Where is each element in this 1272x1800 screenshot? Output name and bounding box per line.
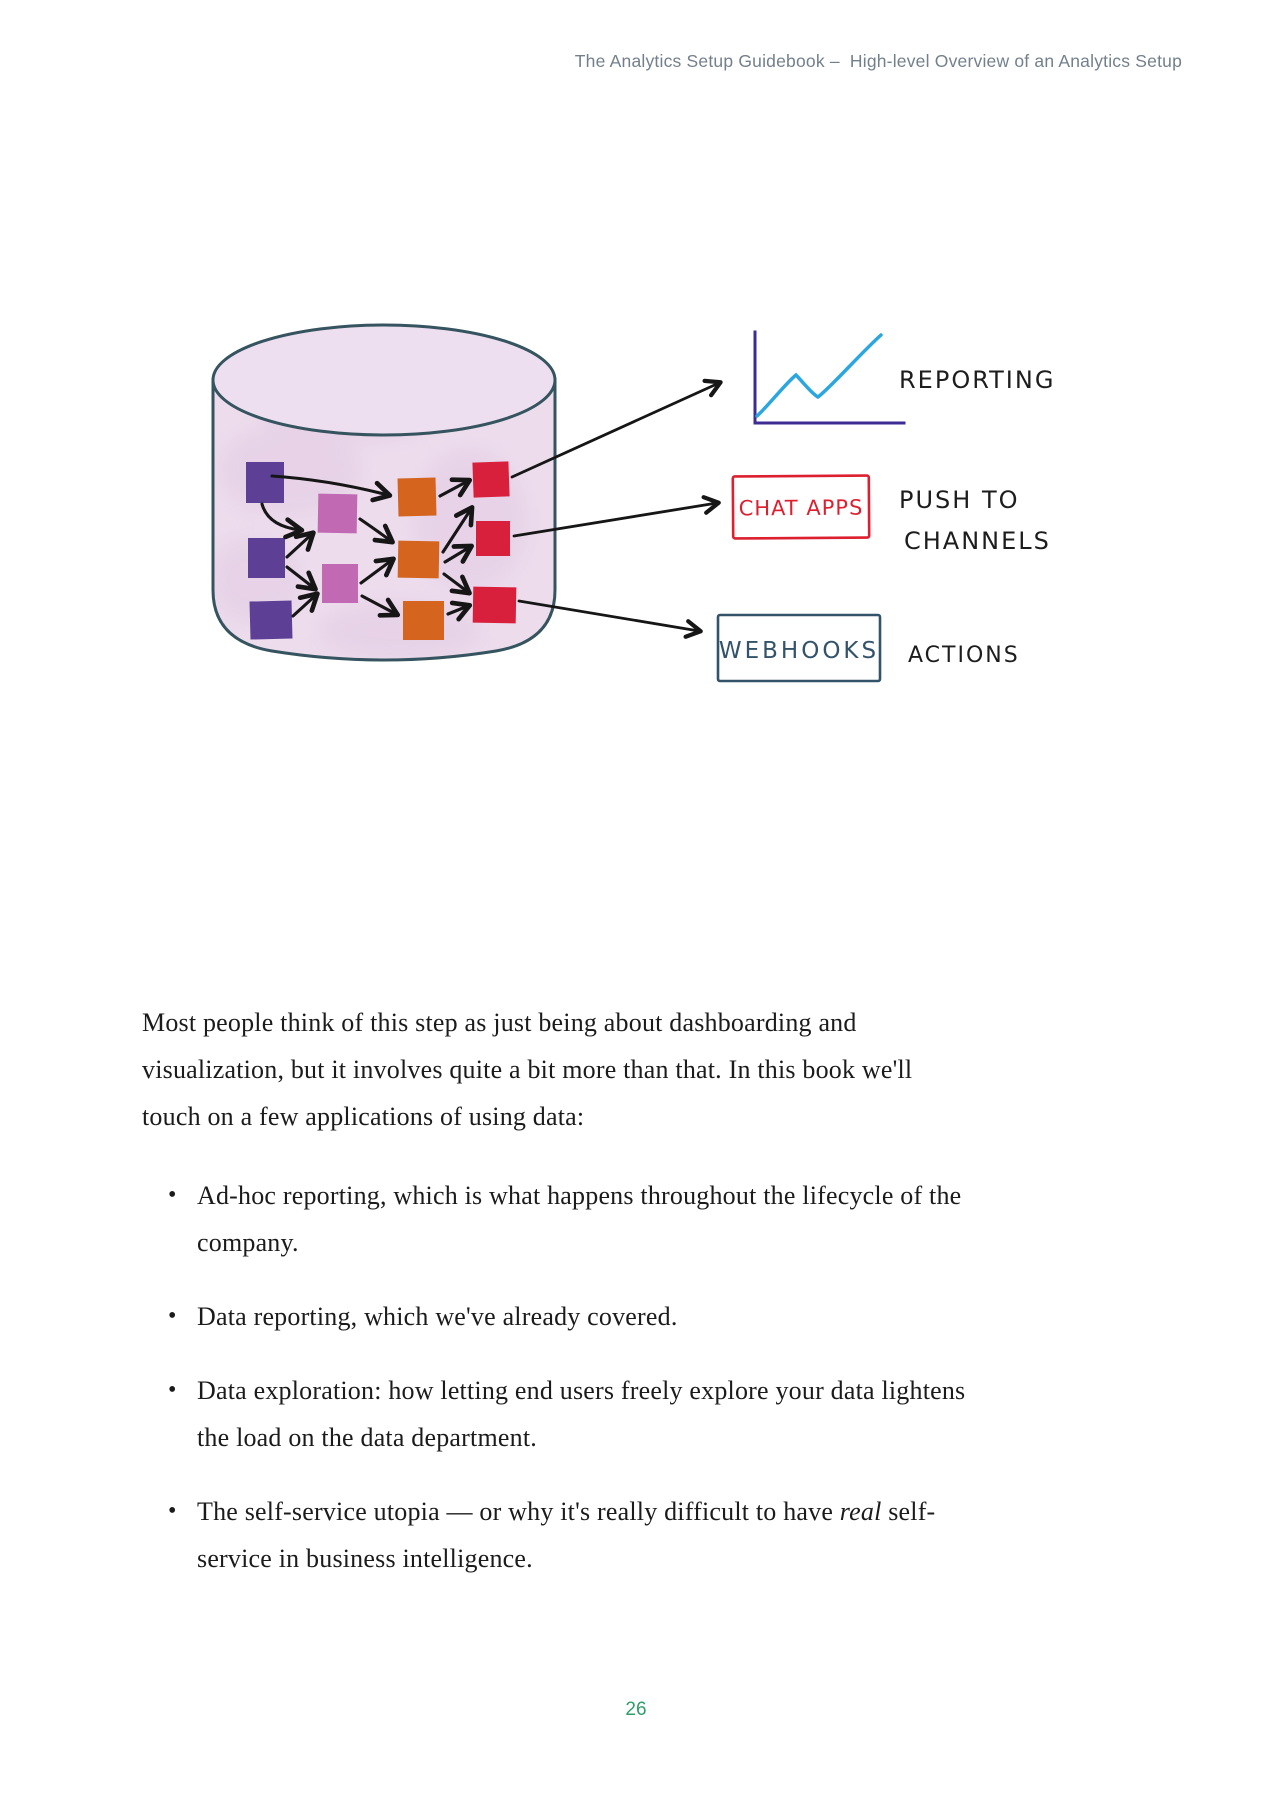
- data-squares: [246, 461, 517, 640]
- bullet-text-prefix: The self-service utopia — or why it's re…: [197, 1497, 840, 1526]
- actions-label: ACTIONS: [908, 643, 1020, 668]
- push-to-channels-label-line1: PUSH TO: [899, 486, 1020, 514]
- arrow-to-reporting: [510, 378, 723, 479]
- flow-arrow: [446, 600, 473, 622]
- red-square-2: [476, 521, 510, 556]
- purple-square-3: [249, 600, 293, 640]
- arrow-to-webhooks: [517, 599, 703, 639]
- bullet-text: Data exploration: how letting end users …: [197, 1376, 966, 1452]
- push-to-channels-label-line2: CHANNELS: [904, 527, 1051, 555]
- cylinder-top: [211, 323, 557, 437]
- body-text: Most people think of this step as just b…: [142, 999, 974, 1609]
- bullet-text: Data reporting, which we've already cove…: [197, 1302, 678, 1331]
- flow-arrow: [358, 517, 395, 545]
- red-square-1: [472, 461, 510, 498]
- flow-arrow: [285, 530, 316, 559]
- page-footer: 26: [0, 1699, 1272, 1721]
- pink-square-2: [322, 564, 358, 603]
- bullet-italic-word: real: [839, 1497, 882, 1526]
- flow-arrow: [443, 543, 474, 564]
- line-chart-icon: [753, 330, 906, 425]
- chart-line: [755, 333, 883, 418]
- webhooks-box: WEBHOOKS: [716, 613, 882, 683]
- bullet-list: Ad-hoc reporting, which is what happens …: [142, 1172, 974, 1582]
- reporting-label: REPORTING: [899, 366, 1055, 394]
- page-number: 26: [625, 1699, 647, 1720]
- header-title: The Analytics Setup Guidebook – High-lev…: [574, 51, 1182, 71]
- bullet-item-data-exploration: Data exploration: how letting end users …: [142, 1367, 974, 1461]
- chat-apps-box: CHAT APPS: [731, 474, 871, 540]
- bullet-text: Ad-hoc reporting, which is what happens …: [197, 1181, 962, 1257]
- flow-arrow: [270, 474, 393, 503]
- orange-square-1: [397, 477, 437, 517]
- flow-arrow: [285, 565, 318, 592]
- bullet-item-data-reporting: Data reporting, which we've already cove…: [142, 1293, 974, 1340]
- flow-arrow: [438, 477, 473, 498]
- red-square-3: [472, 586, 517, 624]
- flow-arrow: [260, 502, 305, 540]
- orange-square-3: [403, 601, 444, 640]
- bullet-text-suffix: self-service in business intelligence.: [197, 1497, 936, 1573]
- webhooks-label: WEBHOOKS: [719, 638, 879, 664]
- flow-arrow: [359, 556, 396, 585]
- bullet-item-adhoc-reporting: Ad-hoc reporting, which is what happens …: [142, 1172, 974, 1266]
- chat-apps-label: CHAT APPS: [739, 496, 864, 521]
- flow-arrow: [291, 591, 320, 618]
- output-arrows: [510, 378, 723, 639]
- arrow-to-chat-apps: [512, 495, 721, 538]
- orange-square-2: [397, 540, 440, 579]
- purple-square-1: [246, 462, 284, 503]
- chart-axes: [753, 330, 906, 425]
- flow-arrow: [360, 594, 401, 618]
- flow-arrow: [441, 505, 475, 554]
- flow-arrows: [260, 474, 475, 622]
- data-flow-diagram: REPORTING CHAT APPS PUSH TO CHANNELS WEB…: [211, 323, 1055, 683]
- purple-square-2: [248, 538, 285, 578]
- flow-arrow: [442, 572, 472, 596]
- bullet-item-self-service: The self-service utopia — or why it's re…: [142, 1488, 974, 1582]
- body-paragraph: Most people think of this step as just b…: [142, 1008, 913, 1131]
- pink-square-1: [317, 493, 358, 534]
- cylinder-body-outline: [211, 378, 557, 662]
